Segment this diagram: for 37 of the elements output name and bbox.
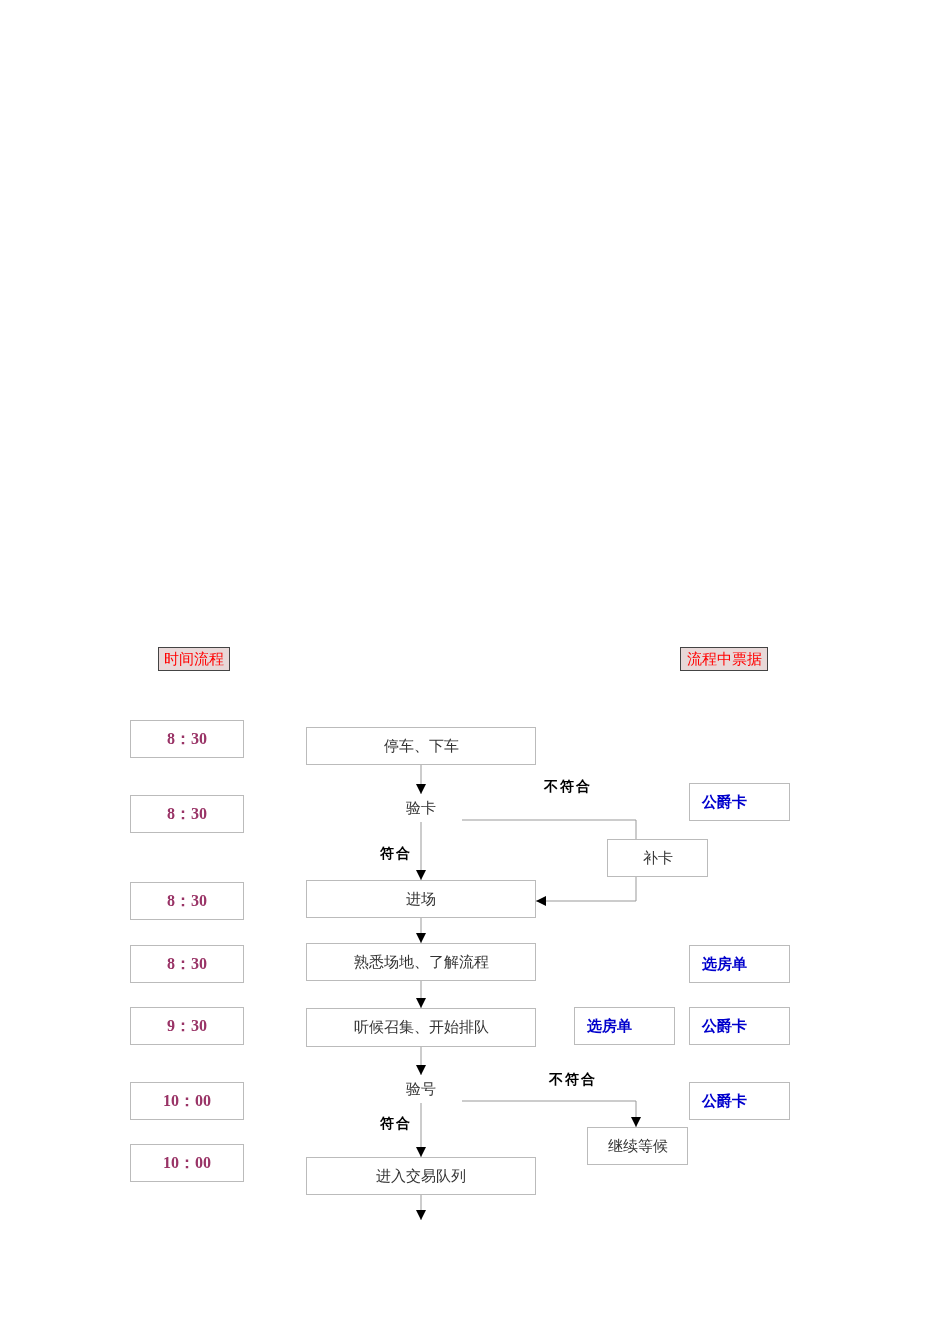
section-heading: 时间流程 [158, 647, 230, 671]
edge-label: 符合 [380, 1116, 412, 1132]
arrow [416, 980, 426, 1009]
arrow [416, 1102, 426, 1158]
document-box: 公爵卡 [689, 1007, 790, 1045]
time-box: 10：00 [130, 1144, 244, 1182]
arrow [416, 917, 426, 944]
time-box: 8：30 [130, 882, 244, 920]
document-box: 选房单 [574, 1007, 675, 1045]
step-label: 验卡 [380, 794, 462, 822]
document-box: 选房单 [689, 945, 790, 983]
process-box: 熟悉场地、了解流程 [306, 943, 536, 981]
process-box: 听候召集、开始排队 [306, 1008, 536, 1047]
time-box: 8：30 [130, 795, 244, 833]
arrow [535, 876, 637, 906]
process-box: 继续等候 [587, 1127, 688, 1165]
arrow [416, 1194, 426, 1221]
arrow [416, 821, 426, 881]
arrow [461, 1100, 641, 1128]
edge-label: 不符合 [544, 779, 592, 795]
step-label: 验号 [380, 1075, 462, 1103]
section-heading: 流程中票据 [680, 647, 768, 671]
time-box: 8：30 [130, 720, 244, 758]
process-box: 补卡 [607, 839, 708, 877]
edge-label: 符合 [380, 846, 412, 862]
arrow [416, 1046, 426, 1076]
process-box: 进入交易队列 [306, 1157, 536, 1195]
document-box: 公爵卡 [689, 783, 790, 821]
arrow [416, 764, 426, 795]
time-box: 9：30 [130, 1007, 244, 1045]
time-box: 10：00 [130, 1082, 244, 1120]
process-box: 进场 [306, 880, 536, 918]
process-box: 停车、下车 [306, 727, 536, 765]
connector-line [461, 819, 637, 840]
edge-label: 不符合 [549, 1072, 597, 1088]
time-box: 8：30 [130, 945, 244, 983]
document-box: 公爵卡 [689, 1082, 790, 1120]
